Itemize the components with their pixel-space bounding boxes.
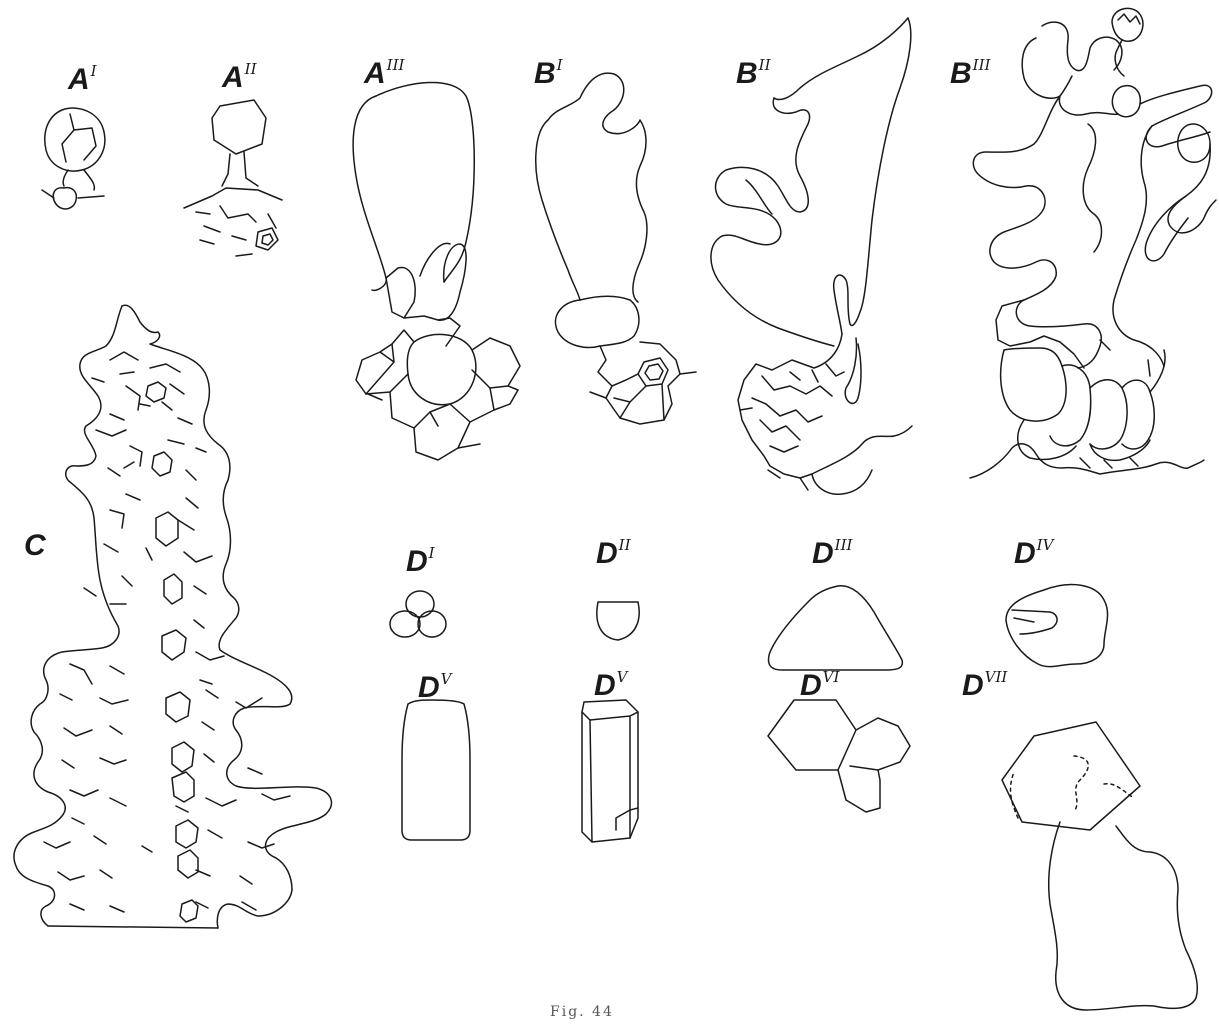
drawing-a3 [353, 82, 520, 460]
figure-label-b1: BI [534, 58, 563, 89]
drawing-d2 [597, 602, 639, 640]
figure-label-c: C [24, 530, 47, 561]
drawing-a2 [184, 100, 282, 256]
figure-label-d3: DIII [812, 538, 852, 569]
drawing-b1 [536, 73, 696, 424]
figure-label-d2: DII [596, 538, 631, 569]
figure-label-d5a: DV [418, 672, 452, 703]
figure-label-d1: DI [406, 546, 435, 577]
drawing-d7 [1002, 722, 1197, 1010]
drawing-b3 [970, 8, 1216, 478]
drawing-d3 [769, 586, 903, 670]
figure-label-a3: AIII [364, 58, 404, 89]
figure-label-a2: AII [222, 62, 257, 93]
figure-label-d4: DIV [1014, 538, 1053, 569]
figure-caption: Fig. 44 [550, 1004, 614, 1020]
drawing-d4 [1006, 585, 1108, 667]
drawing-d5b [582, 700, 638, 842]
figure-label-d5b: DV [594, 670, 628, 701]
figure-label-b2: BII [736, 58, 771, 89]
figure-label-b3: BIII [950, 58, 990, 89]
figure-label-a1: AI [68, 64, 97, 95]
drawing-d5a [402, 700, 470, 840]
drawing-d6 [768, 700, 910, 812]
drawing-c [14, 305, 331, 928]
drawing-a1 [42, 108, 105, 209]
drawing-d1 [390, 591, 446, 637]
figure-label-d6: DVI [800, 670, 839, 701]
figure-label-d7: DVII [962, 670, 1007, 701]
